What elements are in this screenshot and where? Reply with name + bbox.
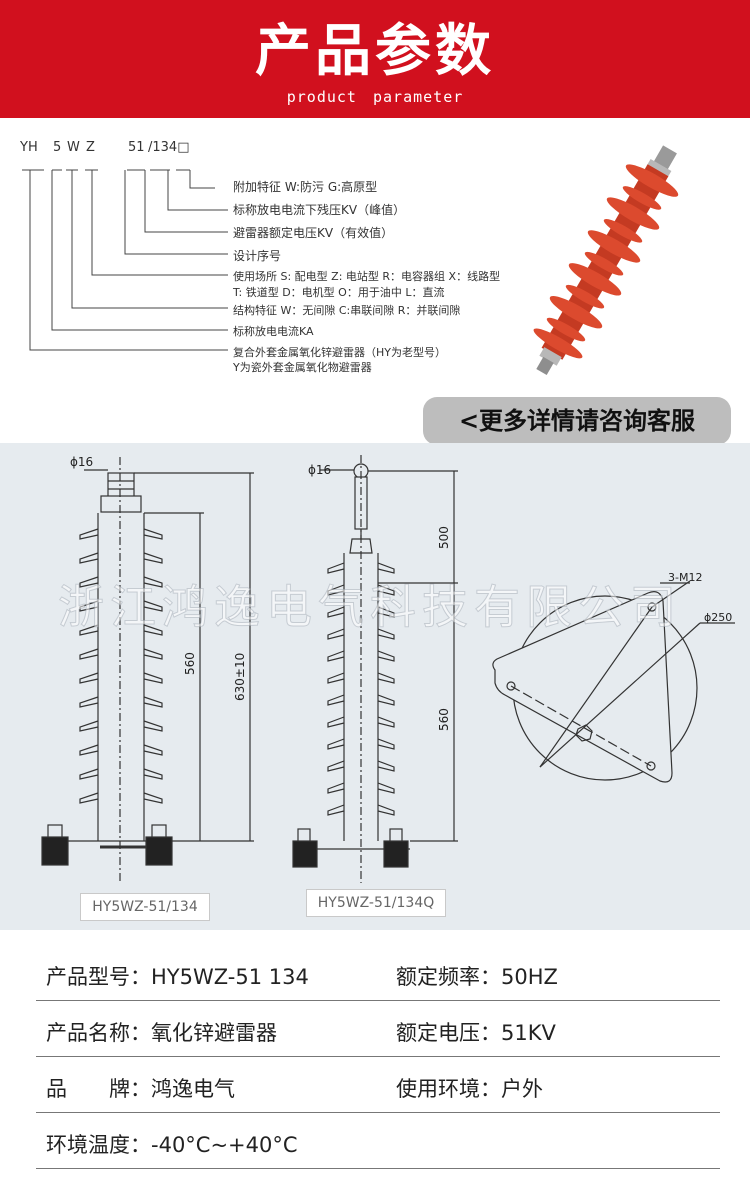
desc-residual-voltage: 标称放电电流下残压KV（峰值）	[233, 203, 406, 217]
spec-voltage: 额定电压：51KV	[396, 1021, 556, 1045]
spec-name: 产品名称：氧化锌避雷器	[46, 1021, 277, 1045]
spec-frequency: 额定频率：50HZ	[396, 965, 558, 989]
spec-row: 环境温度：-40°C~+40°C	[36, 1113, 720, 1169]
middle-dim-560-label: 560	[437, 708, 451, 731]
base-diameter-label: ϕ250	[704, 611, 733, 624]
desc-rated-voltage: 避雷器额定电压KV（有效值）	[233, 226, 394, 240]
code-part-current: 5	[53, 140, 62, 155]
specs-table: 产品型号：HY5WZ-51 134 额定频率：50HZ 产品名称：氧化锌避雷器 …	[0, 930, 750, 1190]
left-model-tag: HY5WZ-51/134	[80, 893, 210, 921]
technical-drawing-section: 浙江鸿逸电气科技有限公司 ϕ16 560 630±10 ϕ16 500 560 …	[0, 443, 750, 930]
desc-usage-2: T: 铁道型 D：电机型 O：用于油中 L：直流	[233, 286, 445, 299]
code-part-voltage: 51	[128, 140, 145, 155]
desc-discharge-current: 标称放电电流KA	[233, 325, 314, 338]
spec-model: 产品型号：HY5WZ-51 134	[46, 965, 309, 989]
desc-usage-1: 使用场所 S: 配电型 Z: 电站型 R：电容器组 X：线路型	[233, 270, 501, 283]
spec-temperature: 环境温度：-40°C~+40°C	[46, 1133, 298, 1157]
desc-additional-feature: 附加特征 W:防污 G:高原型	[233, 180, 378, 194]
desc-structure: 结构特征 W：无间隙 C:串联间隙 R：并联间隙	[233, 304, 461, 317]
middle-dim-500-label: 500	[437, 526, 451, 549]
code-tree-lines	[22, 169, 228, 351]
code-part-structure: W	[67, 140, 80, 155]
desc-composite-type: 复合外套金属氧化锌避雷器（HY为老型号）	[233, 346, 446, 359]
spec-row: 产品名称：氧化锌避雷器 额定电压：51KV	[36, 1001, 720, 1057]
code-part-residual: /134□	[148, 140, 190, 155]
arrester-product-image	[533, 145, 679, 375]
page-title: 产品参数	[255, 19, 495, 84]
header-banner: 产品参数 product parameter	[0, 0, 750, 118]
left-diameter-label: ϕ16	[70, 455, 94, 469]
watermark-text: 浙江鸿逸电气科技有限公司	[58, 580, 682, 635]
base-holes-label: 3-M12	[668, 571, 703, 584]
middle-diameter-label: ϕ16	[308, 463, 332, 477]
model-code-section: YH 5 W Z 51 /134□ 附加特征 W:防污 G:高原型 标称放电电流…	[0, 118, 750, 445]
spec-row: 品 牌：鸿逸电气 使用环境：户外	[36, 1057, 720, 1113]
spec-row: 产品型号：HY5WZ-51 134 额定频率：50HZ	[36, 945, 720, 1001]
middle-model-tag: HY5WZ-51/134Q	[306, 889, 446, 917]
spec-environment: 使用环境：户外	[396, 1077, 543, 1101]
left-dim-560-label: 560	[183, 652, 197, 675]
spec-brand: 品 牌：鸿逸电气	[46, 1077, 235, 1101]
code-part-yh: YH	[20, 140, 38, 155]
left-dim-630-label: 630±10	[233, 652, 247, 701]
page-subtitle: product parameter	[286, 88, 464, 106]
code-part-usage: Z	[86, 140, 95, 155]
consult-service-button[interactable]: <更多详情请咨询客服	[423, 397, 731, 445]
desc-design-number: 设计序号	[233, 249, 282, 263]
technical-drawing	[41, 455, 735, 883]
desc-porcelain-type: Y为瓷外套金属氧化物避雷器	[233, 361, 372, 374]
